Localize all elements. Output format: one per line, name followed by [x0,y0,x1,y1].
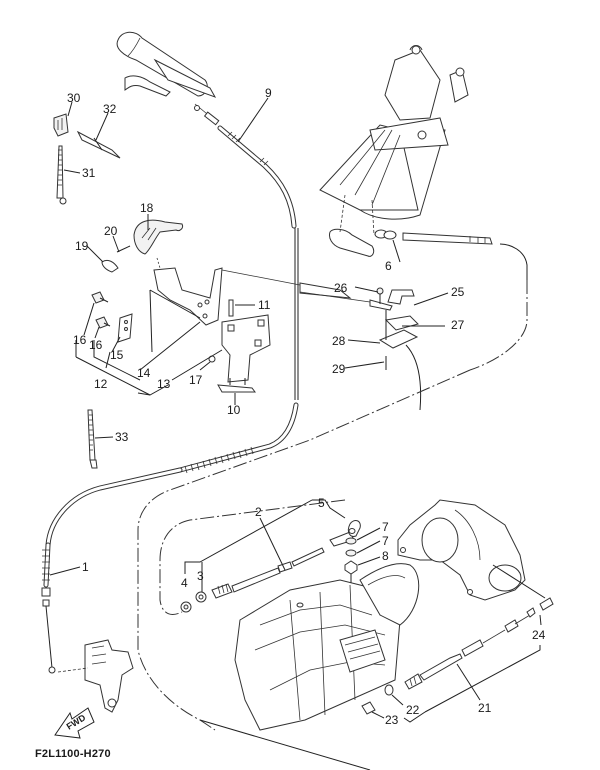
callout-33: 33 [115,430,129,444]
callout-23: 23 [385,713,399,727]
cable-bracket [153,267,393,326]
choke-parts [53,113,121,205]
callout-21: 21 [478,701,492,715]
fwd-arrow-icon [54,707,95,739]
callout-3: 3 [197,569,204,583]
callout-29: 29 [332,362,346,376]
callout-18: 18 [140,201,154,215]
callout-9: 9 [265,86,272,100]
knob-assembly [101,219,183,273]
carb-link [376,287,422,411]
mounting-plate [208,299,271,393]
diagram-code: F2L1100-H270 [35,748,111,760]
cable-tie-33 [87,409,98,469]
callout-4: 4 [181,576,188,590]
callout-17: 17 [189,373,203,387]
callout-22: 22 [406,703,420,717]
callout-24: 24 [532,628,546,642]
nuts-7-8 [344,528,358,595]
callout-28: 28 [332,334,346,348]
bolts-16 [91,291,133,343]
engine-block [234,563,420,731]
callout-31: 31 [82,166,96,180]
cable-21 [361,597,554,715]
jet-pump-housing [397,499,546,601]
callout-20: 20 [104,224,118,238]
callout-7a: 7 [382,520,389,534]
callout-12: 12 [94,377,108,391]
trim-cable-2 [180,520,361,613]
callout-16b: 16 [89,338,103,352]
callout-7b: 7 [382,534,389,548]
callout-26: 26 [334,281,348,295]
callout-10: 10 [227,403,241,417]
callout-13: 13 [157,377,171,391]
callout-6: 6 [385,259,392,273]
steering-column [319,45,469,257]
handlebar-grip [116,31,217,98]
callout-15: 15 [110,348,124,362]
cable-9 [41,103,299,674]
callout-2: 2 [255,505,262,519]
group-boundary-inner [159,499,346,615]
throttle-body [57,639,134,713]
callout-27: 27 [451,318,465,332]
callout-19: 19 [75,239,89,253]
callout-30: 30 [67,91,81,105]
callout-25: 25 [451,285,465,299]
callout-16a: 16 [73,333,87,347]
callout-11: 11 [258,298,271,312]
leader-lines [49,97,542,723]
callout-8: 8 [382,549,389,563]
callout-14: 14 [137,366,151,380]
callout-5: 5 [318,496,325,510]
callout-1: 1 [82,560,89,574]
cable-end-6 [374,229,528,371]
callout-32: 32 [103,102,117,116]
group-boundary-outer [137,369,471,731]
